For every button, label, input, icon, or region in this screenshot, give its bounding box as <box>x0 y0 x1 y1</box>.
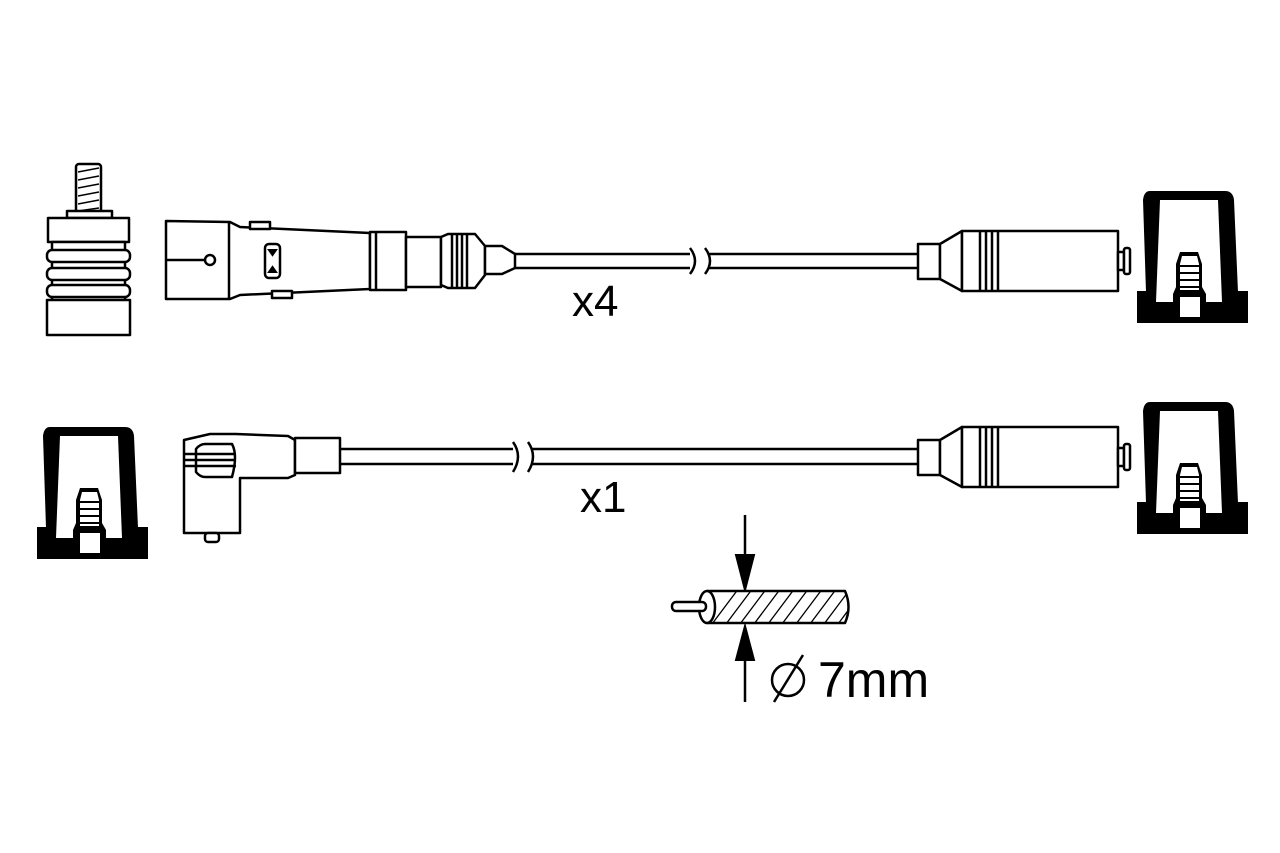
angled-plug-boot <box>182 432 342 544</box>
spark-plug-terminal <box>45 162 132 337</box>
diameter-icon <box>770 654 806 703</box>
cable-set-angled: x1 <box>37 402 1248 559</box>
terminal-cap-icon <box>1137 191 1248 323</box>
terminal-cap-icon <box>1137 402 1248 534</box>
quantity-label: x4 <box>572 277 618 326</box>
cable-x1 <box>340 441 918 473</box>
quantity-label: x1 <box>580 473 626 522</box>
diameter-label: 7mm <box>818 652 929 708</box>
coil-end-plug <box>916 229 1132 293</box>
straight-plug-boot <box>164 219 517 301</box>
cable-diameter-detail: 7mm <box>670 515 929 708</box>
cable-x4 <box>515 247 918 275</box>
terminal-cap-icon <box>37 427 148 559</box>
coil-end-plug <box>916 425 1132 489</box>
cable-set-straight: x4 <box>45 162 1248 337</box>
